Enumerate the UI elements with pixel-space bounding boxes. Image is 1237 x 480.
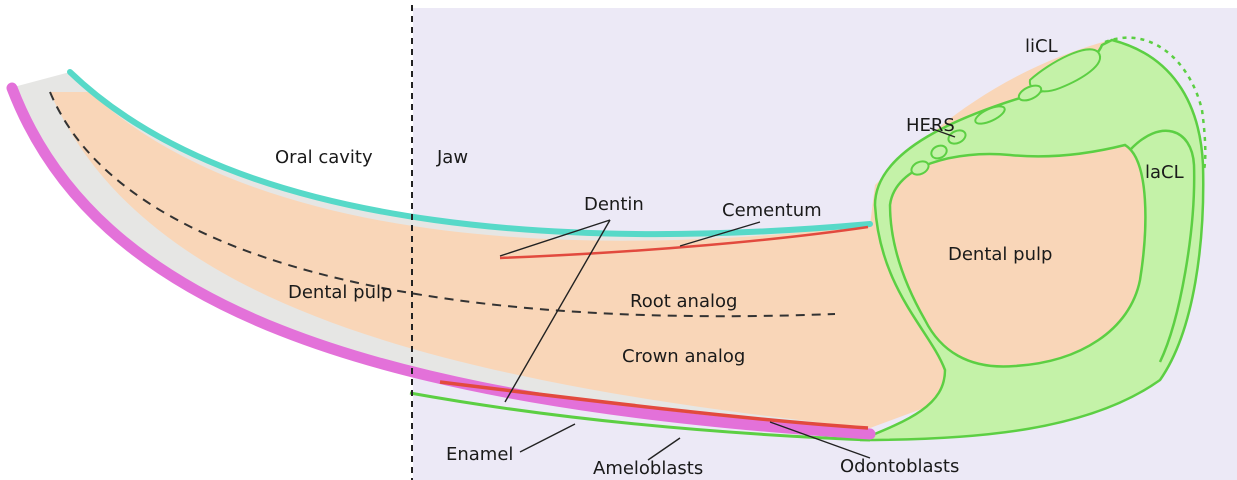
label-ameloblasts: Ameloblasts xyxy=(593,458,703,479)
label-odontoblasts: Odontoblasts xyxy=(840,456,959,477)
label-lacl: laCL xyxy=(1145,162,1184,183)
label-jaw: Jaw xyxy=(436,147,468,168)
label-dental-pulp-left: Dental pulp xyxy=(288,282,392,303)
label-root-analog: Root analog xyxy=(630,291,737,312)
label-cementum: Cementum xyxy=(722,200,822,221)
label-licl: liCL xyxy=(1025,36,1058,57)
label-crown-analog: Crown analog xyxy=(622,346,745,367)
label-dentin: Dentin xyxy=(584,194,644,215)
label-oral-cavity: Oral cavity xyxy=(275,147,373,168)
label-hers: HERS xyxy=(906,115,955,136)
label-enamel: Enamel xyxy=(446,444,513,465)
label-dental-pulp-right: Dental pulp xyxy=(948,244,1052,265)
